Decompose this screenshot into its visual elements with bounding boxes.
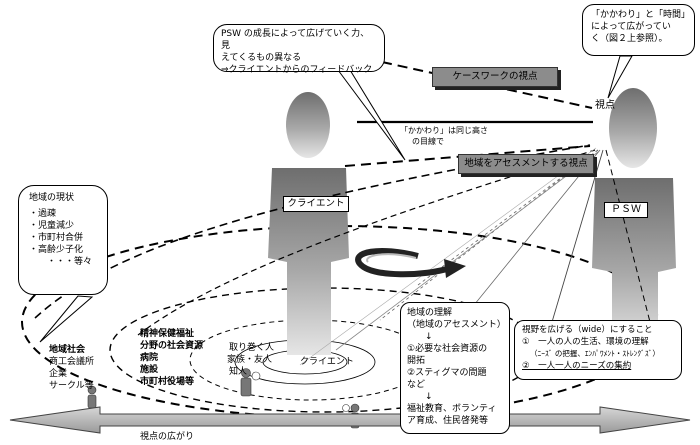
psw-growth-line: PSW の成長によって広げていく力、見: [221, 29, 370, 51]
psw-figure: [592, 88, 676, 350]
understanding-line: など: [407, 380, 426, 390]
person-icon-left: [87, 385, 97, 409]
region-status-item: ・児童減少: [29, 221, 75, 231]
region-status-title: 地域の現状: [29, 193, 75, 203]
rotation-arrow: [355, 248, 466, 278]
casework-label: ケースワークの視点: [432, 67, 558, 87]
person-icons: [87, 368, 360, 429]
resources-title: 精神保健福祉: [140, 329, 195, 339]
spread-label: 視点の広がり: [140, 432, 195, 442]
widen-view-line: （ﾆｰｽﾞ の把握、ｴﾝﾊﾟﾜﾒﾝﾄ・ｽﾄﾚﾝｸﾞｽﾞ）: [530, 349, 660, 358]
callout-pointers: [39, 55, 633, 343]
psw-growth-callout: PSW の成長によって広げていく力、見 えてくるもの異なる ⇒クライエントからの…: [213, 24, 385, 75]
psw-growth-line: ⇒クライエントからのフィードバック: [221, 65, 373, 75]
psw-growth-line: えてくるもの異なる: [221, 53, 302, 63]
community-item: 企業: [49, 369, 68, 379]
relation-time-line: く（図２上参照）。: [591, 34, 668, 44]
relation-time-line: によって広がってい: [591, 22, 671, 32]
understanding-line: ア育成、住民啓発等: [407, 416, 489, 426]
resources-title: 分野の社会資源: [140, 341, 204, 351]
region-status-item: ・市町村合併: [29, 233, 84, 243]
assessment-viewpoint-label: 地域をアセスメントする視点: [458, 154, 594, 174]
client-label: クライエント: [283, 196, 349, 212]
understanding-line: （地域のアセスメント）: [407, 320, 506, 330]
understanding-line: ①必要な社会資源の: [407, 344, 488, 354]
widen-view-line: 視野を広げる（wide）にすること: [522, 325, 653, 335]
resources-block: 精神保健福祉 分野の社会資源 病院 施設 市町村役場等: [140, 328, 203, 388]
surroundings-line: 知人: [229, 367, 248, 377]
community-item: サークル等: [49, 381, 94, 391]
relation-time-callout: 「かかわり」と「時間」 によって広がってい く（図２上参照）。: [582, 4, 695, 56]
client-figure: [268, 92, 349, 355]
region-status-item: ・・・等々: [29, 257, 93, 267]
surroundings-line: 取り巻く人: [229, 343, 275, 353]
relation-time-line: 「かかわり」と「時間」: [591, 10, 691, 20]
same-height-note-line: 「かかわり」は同じ高さ: [400, 126, 488, 135]
inner-client-label: クライエント: [300, 357, 354, 367]
widen-view-line: ① 一人の人の生活、環境の理解: [522, 337, 649, 347]
region-status-item: ・高齢少子化: [29, 245, 84, 255]
understanding-line: ②スティグマの問題: [407, 368, 487, 378]
resources-item: 施設: [140, 365, 159, 375]
understanding-line: 地域の理解: [407, 308, 453, 318]
resources-item: 市町村役場等: [140, 377, 195, 387]
region-status-item: ・過疎: [29, 209, 57, 219]
widen-view-line: ② 一人一人のニーズの集約: [522, 361, 632, 371]
understanding-line: ↓: [407, 332, 433, 342]
understanding-line: 開拓: [407, 356, 426, 366]
viewpoint-label: 視点: [595, 100, 615, 111]
same-height-note: 「かかわり」は同じ高さ の目線で: [400, 125, 488, 147]
region-status-callout: 地域の現状 ・過疎 ・児童減少 ・市町村合併 ・高齢少子化 ・・・等々: [18, 185, 108, 295]
spread-arrow: [9, 406, 691, 434]
community-item: 商工会議所: [49, 357, 95, 367]
understanding-line: 福祉教育、ボランティ: [407, 404, 497, 414]
resources-item: 病院: [140, 353, 159, 363]
understanding-line: ↓: [407, 392, 433, 402]
same-height-note-line: の目線で: [412, 137, 444, 146]
community-title: 地域社会: [49, 345, 86, 355]
surroundings-line: 家族・友人: [227, 355, 273, 365]
widen-view-box: 視野を広げる（wide）にすること ① 一人の人の生活、環境の理解 （ﾆｰｽﾞ …: [514, 320, 682, 380]
person-icon-mid: [240, 368, 261, 397]
region-understanding-box: 地域の理解 （地域のアセスメント） ↓ ①必要な社会資源の 開拓 ②スティグマの…: [400, 302, 510, 434]
surroundings-block: 取り巻く人 家族・友人 知人: [227, 342, 275, 378]
psw-label: ＰＳＷ: [604, 202, 648, 218]
community-block: 地域社会 商工会議所 企業 サークル等: [49, 344, 94, 392]
